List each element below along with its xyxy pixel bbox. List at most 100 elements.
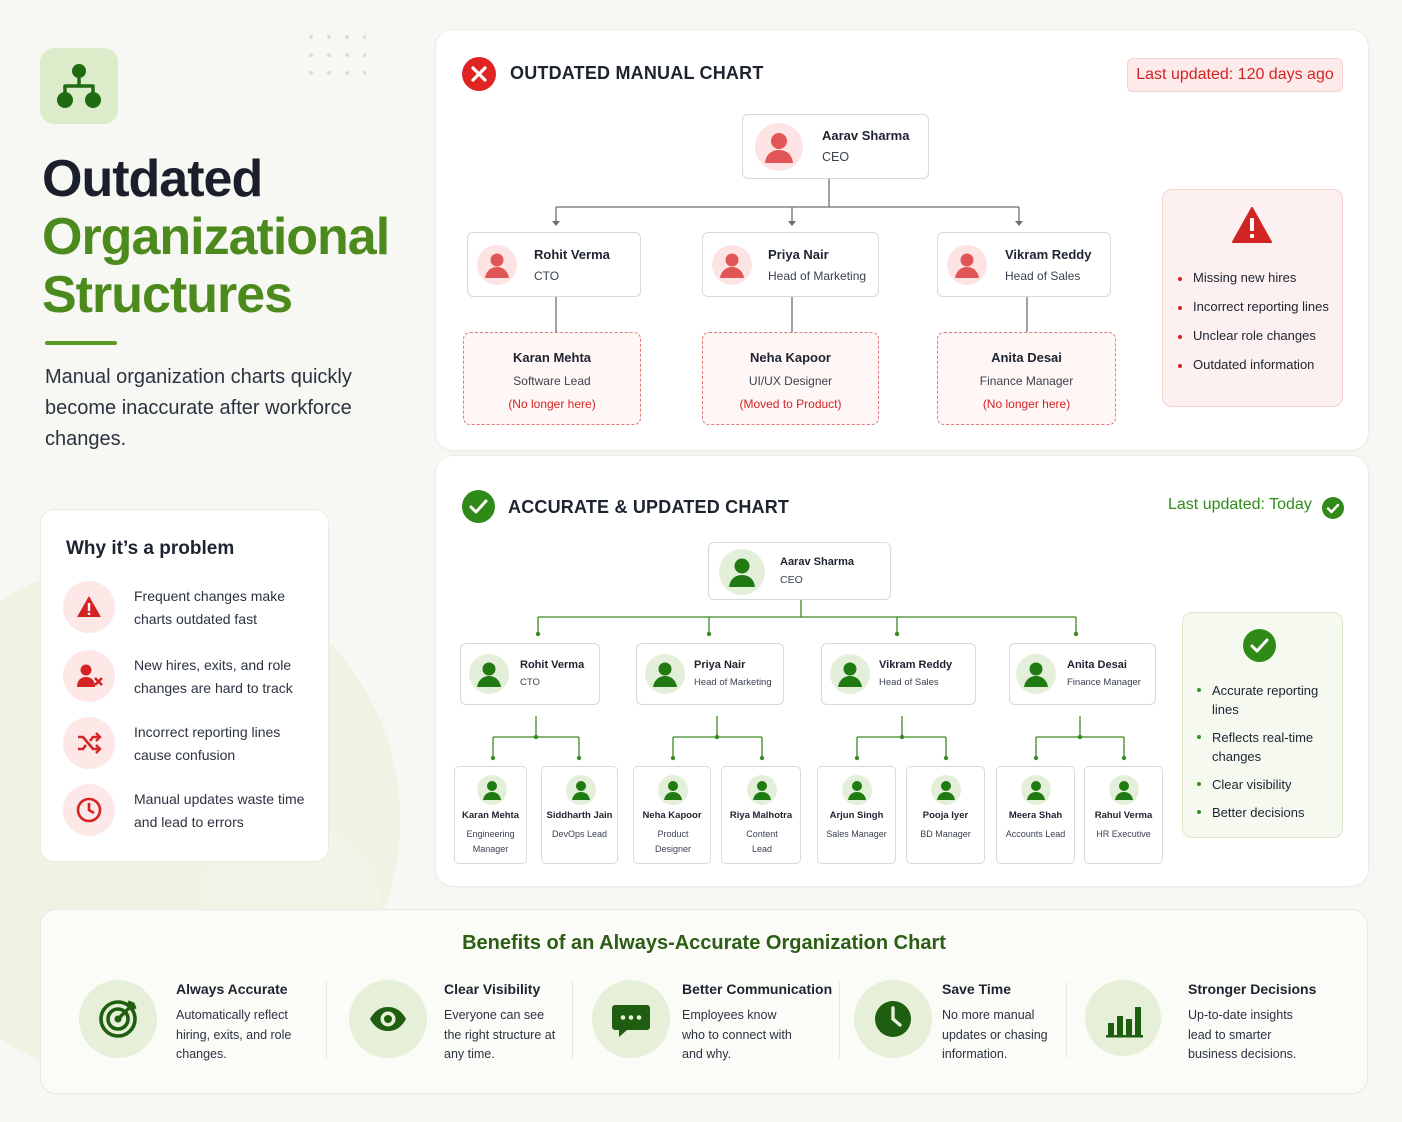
org-node-report[interactable]: Karan Mehta Engineering Manager xyxy=(454,766,527,864)
org-node-ceo[interactable]: Aarav Sharma CEO xyxy=(708,542,891,600)
node-role: Finance Manager xyxy=(979,374,1074,388)
decorative-dots xyxy=(302,28,366,88)
org-node-report[interactable]: Riya Malhotra Content Lead xyxy=(721,766,801,864)
benefit-title: Stronger Decisions xyxy=(1188,981,1317,997)
node-name: Rohit Verma xyxy=(534,247,610,262)
person-icon xyxy=(947,245,987,285)
node-name: Arjun Singh xyxy=(829,810,884,821)
benefit-divider xyxy=(326,982,327,1058)
stale-org-node[interactable]: Anita Desai Finance Manager (No longer h… xyxy=(937,332,1116,425)
benefit-text: Up-to-date insights lead to smarter busi… xyxy=(1188,1008,1297,1061)
org-node-report[interactable]: Siddharth Jain DevOps Lead xyxy=(541,766,618,864)
org-node-report[interactable]: Rahul Verma HR Executive xyxy=(1084,766,1163,864)
benefit-title: Clear Visibility xyxy=(444,981,541,997)
person-icon xyxy=(755,123,803,171)
org-node-manager[interactable]: Rohit Verma CTO xyxy=(460,643,600,705)
person-icon xyxy=(477,775,507,805)
org-node-manager[interactable]: Vikram Reddy Head of Sales xyxy=(821,643,976,705)
org-node-manager[interactable]: Vikram Reddy Head of Sales xyxy=(937,232,1111,297)
node-name: Aarav Sharma xyxy=(780,556,854,568)
user-remove-icon xyxy=(63,650,115,702)
issue-item: Missing new hires xyxy=(1178,270,1329,285)
problem-card: Why it’s a problem Frequent changes make… xyxy=(40,509,329,862)
issue-item: Outdated information xyxy=(1178,357,1329,372)
benefit-text: Employees know who to connect with and w… xyxy=(682,1008,792,1061)
bar-chart-icon xyxy=(1085,980,1161,1056)
clock-icon xyxy=(63,784,115,836)
accurate-chart-title: ACCURATE & UPDATED CHART xyxy=(508,497,790,517)
stale-org-node[interactable]: Neha Kapoor UI/UX Designer (Moved to Pro… xyxy=(702,332,879,425)
node-name: Neha Kapoor xyxy=(750,350,831,365)
benefit-divider xyxy=(839,982,840,1058)
eye-icon xyxy=(349,980,427,1058)
node-role: Head of Sales xyxy=(1005,269,1081,283)
node-name: Priya Nair xyxy=(694,659,746,671)
node-name: Vikram Reddy xyxy=(1005,247,1092,262)
last-updated-status: Last updated: Today xyxy=(1168,496,1312,513)
benefit-divider xyxy=(572,982,573,1058)
node-role: Head of Marketing xyxy=(768,269,867,283)
node-name: Anita Desai xyxy=(1067,659,1127,671)
node-name: Anita Desai xyxy=(991,350,1062,365)
person-icon xyxy=(830,654,870,694)
error-icon xyxy=(462,57,496,91)
outdated-chart-card: OUTDATED MANUAL CHART Last updated: 120 … xyxy=(435,29,1369,451)
person-icon xyxy=(477,245,517,285)
check-circle-icon xyxy=(1243,629,1276,662)
problem-item: New hires, exits, and role changes are h… xyxy=(63,650,323,706)
node-status: (No longer here) xyxy=(982,397,1071,411)
org-node-ceo[interactable]: Aarav Sharma CEO xyxy=(742,114,929,179)
problem-item: Incorrect reporting lines cause confusio… xyxy=(63,717,323,773)
benefit-item: Clear visibility xyxy=(1197,775,1332,794)
person-icon xyxy=(712,245,752,285)
node-status: (No longer here) xyxy=(508,397,596,411)
title-line-1: Outdated xyxy=(42,150,263,208)
org-node-manager[interactable]: Priya Nair Head of Marketing xyxy=(636,643,784,705)
warning-icon xyxy=(1232,207,1272,243)
title-line-2: Organizational xyxy=(42,208,390,266)
person-icon xyxy=(658,775,688,805)
shuffle-icon xyxy=(63,717,115,769)
benefit-text: Automatically reflect hiring, exits, and… xyxy=(176,1008,292,1061)
outdated-chart-title: OUTDATED MANUAL CHART xyxy=(510,63,764,83)
benefit-title: Always Accurate xyxy=(176,981,288,997)
node-name: Aarav Sharma xyxy=(822,128,910,143)
node-role: BD Manager xyxy=(920,829,971,839)
node-status: (Moved to Product) xyxy=(739,397,842,411)
problem-item-text: New hires, exits, and role changes are h… xyxy=(134,657,293,696)
person-icon xyxy=(1109,775,1139,805)
org-node-report[interactable]: Meera Shah Accounts Lead xyxy=(996,766,1075,864)
accurate-chart-card: ACCURATE & UPDATED CHART Last updated: T… xyxy=(435,455,1369,887)
node-role: HR Executive xyxy=(1096,829,1151,839)
person-icon xyxy=(566,775,596,805)
node-role: Software Lead xyxy=(513,374,591,388)
warning-icon xyxy=(63,581,115,633)
node-role: DevOps Lead xyxy=(551,829,608,839)
benefit-item: Reflects real-time changes xyxy=(1197,728,1332,766)
success-check-icon xyxy=(462,490,495,523)
node-role: CEO xyxy=(780,574,803,586)
node-name: Pooja Iyer xyxy=(922,810,969,821)
person-icon xyxy=(747,775,777,805)
problem-item: Manual updates waste time and lead to er… xyxy=(63,784,323,840)
node-name: Rohit Verma xyxy=(520,659,585,671)
benefit-item: Accurate reporting lines xyxy=(1197,681,1332,719)
problem-item-text: Incorrect reporting lines cause confusio… xyxy=(134,724,281,763)
node-role: Head of Sales xyxy=(879,677,939,688)
node-role: Product Designer xyxy=(654,829,692,854)
node-name: Rahul Verma xyxy=(1094,810,1153,821)
org-node-manager[interactable]: Priya Nair Head of Marketing xyxy=(702,232,879,297)
org-node-report[interactable]: Neha Kapoor Product Designer xyxy=(633,766,711,864)
person-icon xyxy=(469,654,509,694)
person-icon xyxy=(1016,654,1056,694)
node-name: Siddharth Jain xyxy=(546,810,613,821)
org-node-report[interactable]: Arjun Singh Sales Manager xyxy=(817,766,896,864)
benefits-section: Benefits of an Always-Accurate Organizat… xyxy=(40,909,1368,1094)
org-node-manager[interactable]: Anita Desai Finance Manager xyxy=(1009,643,1156,705)
issue-item: Incorrect reporting lines xyxy=(1178,299,1329,314)
outdated-connector-lines xyxy=(552,179,1028,332)
org-node-report[interactable]: Pooja Iyer BD Manager xyxy=(906,766,985,864)
stale-org-node[interactable]: Karan Mehta Software Lead (No longer her… xyxy=(463,332,641,425)
org-node-manager[interactable]: Rohit Verma CTO xyxy=(467,232,641,297)
check-icon xyxy=(1322,497,1344,519)
